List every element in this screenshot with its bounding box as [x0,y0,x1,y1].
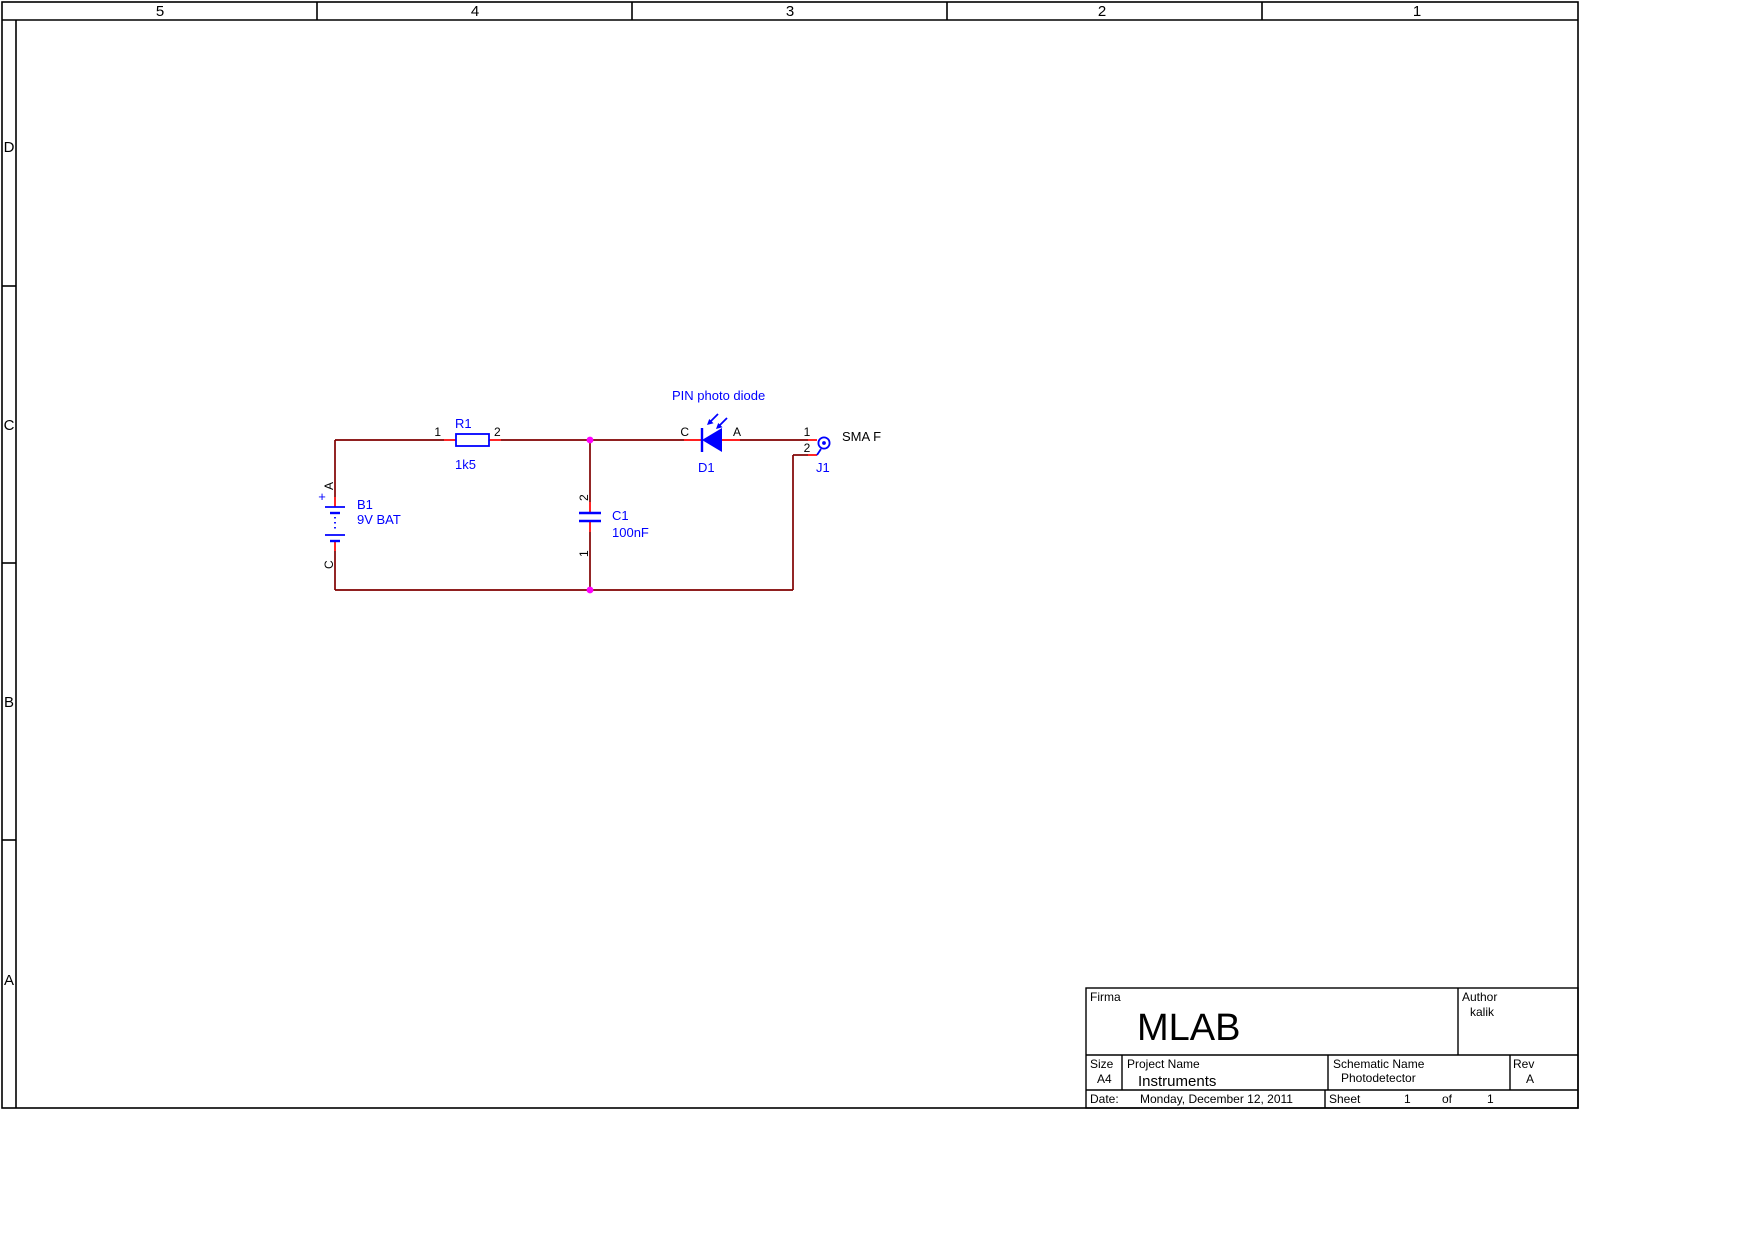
connector-shield-lead [816,448,822,456]
column-label-4: 4 [471,3,479,20]
resistor-pin2-label: 2 [494,425,501,439]
size-value: A4 [1097,1072,1112,1086]
capacitor-pin1-label: 1 [577,550,591,557]
date-value: Monday, December 12, 2011 [1140,1092,1293,1106]
connector-pin1-label: 1 [804,425,811,439]
resistor-ref-label: R1 [455,416,472,431]
row-label-d: D [4,139,15,156]
column-label-3: 3 [786,3,794,20]
battery-ref-label: B1 [357,497,373,512]
photodiode-note-label: PIN photo diode [672,388,765,403]
author-label: Author [1462,990,1497,1004]
capacitor-value-label: 100nF [612,525,649,540]
connector-center-dot [822,441,826,445]
resistor-pin1-label: 1 [434,425,441,439]
frame-border [1,1,1579,1109]
project-name-label: Project Name [1127,1057,1200,1071]
diode-anode-label: A [733,425,741,439]
connector-j1: 1 2 SMA F J1 [804,425,881,475]
project-name-value: Instruments [1138,1073,1216,1090]
battery-b1: + A C B1 9V BAT [318,482,401,569]
column-label-1: 1 [1413,3,1421,20]
resistor-r1: R1 1k5 1 2 [434,416,501,472]
drawing-frame: 5 4 3 2 1 D C B A [1,1,1579,1109]
sheet-number: 1 [1404,1092,1411,1106]
battery-value-label: 9V BAT [357,512,401,527]
light-arrowhead-icon [716,423,723,429]
of-label: of [1442,1092,1453,1106]
firma-label: Firma [1090,990,1121,1004]
rev-label: Rev [1513,1057,1534,1071]
wires [334,436,808,594]
light-arrow-icon [718,417,728,427]
sheet-label: Sheet [1329,1092,1361,1106]
junction-dot [586,436,594,444]
capacitor-ref-label: C1 [612,508,629,523]
column-label-2: 2 [1098,3,1106,20]
battery-pin-a-label: A [322,482,336,490]
diode-triangle [702,428,722,452]
capacitor-pin2-label: 2 [577,494,591,501]
battery-plus-sign: + [318,489,326,504]
row-label-a: A [4,972,14,989]
row-label-c: C [4,417,15,434]
connector-ref-label: J1 [816,460,830,475]
light-arrowhead-icon [707,419,714,425]
title-block: Firma MLAB Author kalik Size A4 Project … [1085,987,1579,1109]
size-label: Size [1090,1057,1114,1071]
date-label: Date: [1090,1092,1119,1106]
author-value: kalik [1470,1005,1495,1019]
resistor-value-label: 1k5 [455,457,476,472]
schematic-name-value: Photodetector [1341,1071,1416,1085]
battery-pin-c-label: C [322,560,336,569]
sheet-total: 1 [1487,1092,1494,1106]
row-label-b: B [4,694,14,711]
diode-cathode-label: C [680,425,689,439]
junction-dot [586,586,594,594]
connector-type-label: SMA F [842,429,881,444]
photodiode-d1: PIN photo diode C A D1 [672,388,765,475]
capacitor-c1: 2 1 C1 100nF [577,494,649,557]
company-name: MLAB [1137,1007,1240,1049]
connector-pin2-label: 2 [804,441,811,455]
title-block-border [1085,987,1579,1109]
rev-value: A [1526,1072,1534,1086]
photodiode-ref-label: D1 [698,460,715,475]
resistor-body [455,433,490,447]
column-label-5: 5 [156,3,164,20]
light-arrow-icon [709,413,719,423]
schematic-name-label: Schematic Name [1333,1057,1425,1071]
